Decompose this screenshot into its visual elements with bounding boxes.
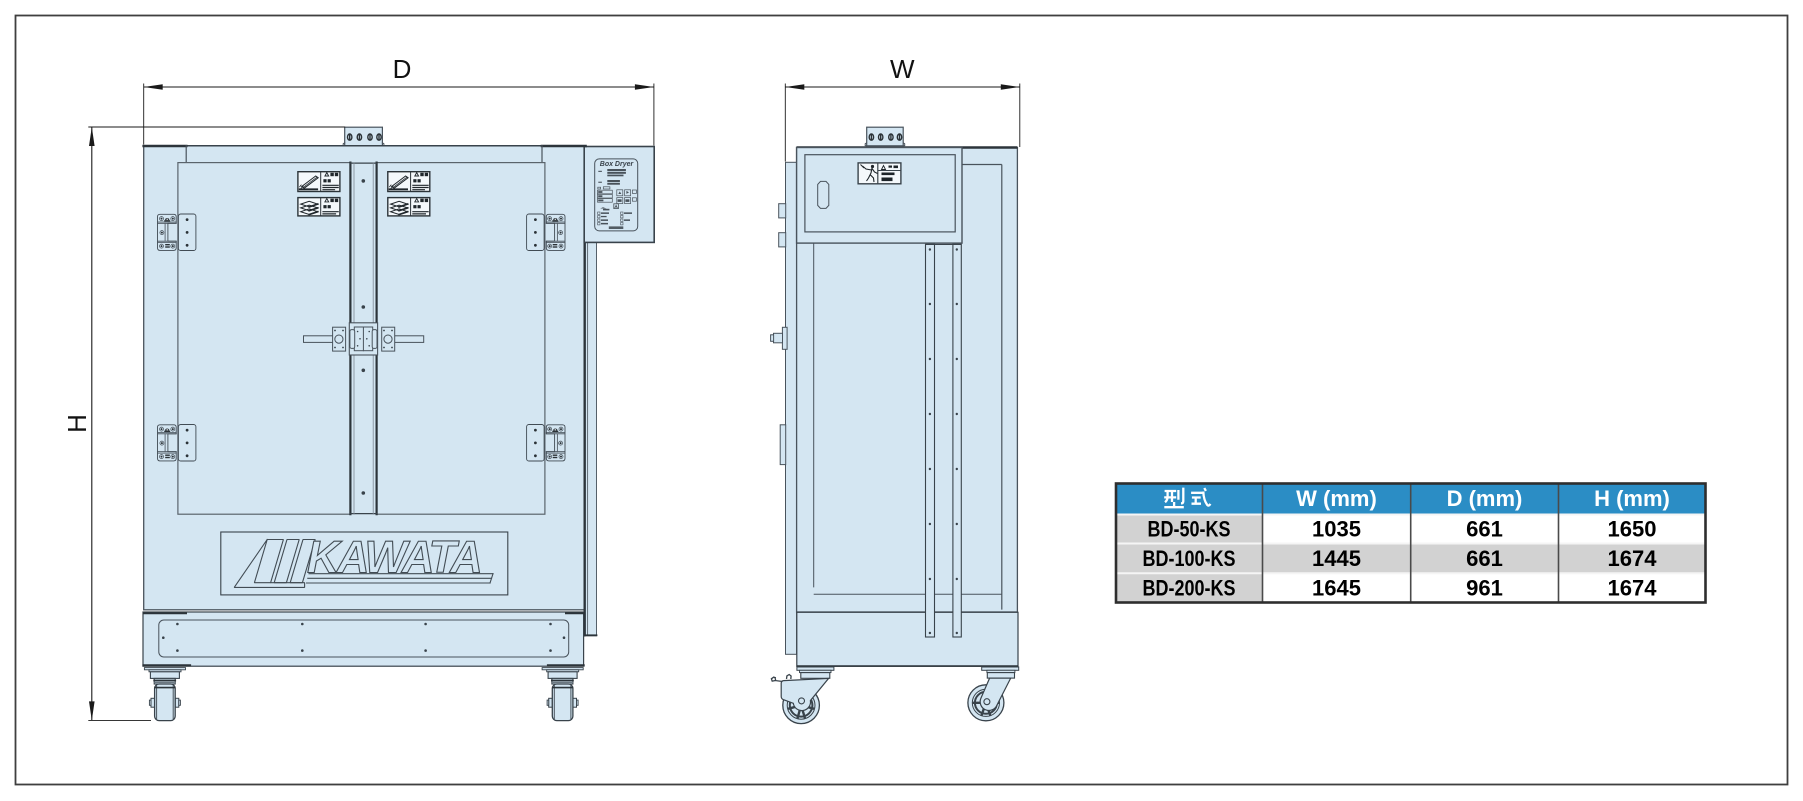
svg-text:KAWATA: KAWATA: [307, 532, 480, 583]
svg-text:1035: 1035: [1312, 517, 1361, 542]
svg-text:BD-200-KS: BD-200-KS: [1143, 576, 1236, 601]
svg-text:BD-50-KS: BD-50-KS: [1148, 517, 1231, 542]
svg-text:D: D: [393, 54, 412, 84]
svg-text:Box Dryer: Box Dryer: [600, 161, 635, 168]
svg-text:BD-100-KS: BD-100-KS: [1143, 546, 1236, 571]
svg-text:W (mm): W (mm): [1296, 486, 1377, 511]
svg-text:1650: 1650: [1608, 517, 1657, 542]
svg-text:961: 961: [1466, 576, 1503, 601]
svg-text:661: 661: [1466, 517, 1503, 542]
svg-text:1445: 1445: [1312, 546, 1361, 571]
svg-text:661: 661: [1466, 546, 1503, 571]
svg-text:H (mm): H (mm): [1594, 486, 1670, 511]
svg-text:1674: 1674: [1608, 576, 1658, 601]
svg-text:H: H: [62, 414, 92, 433]
svg-text:1645: 1645: [1312, 576, 1361, 601]
svg-text:D (mm): D (mm): [1447, 486, 1523, 511]
svg-text:W: W: [890, 54, 915, 84]
svg-text:1674: 1674: [1608, 546, 1658, 571]
